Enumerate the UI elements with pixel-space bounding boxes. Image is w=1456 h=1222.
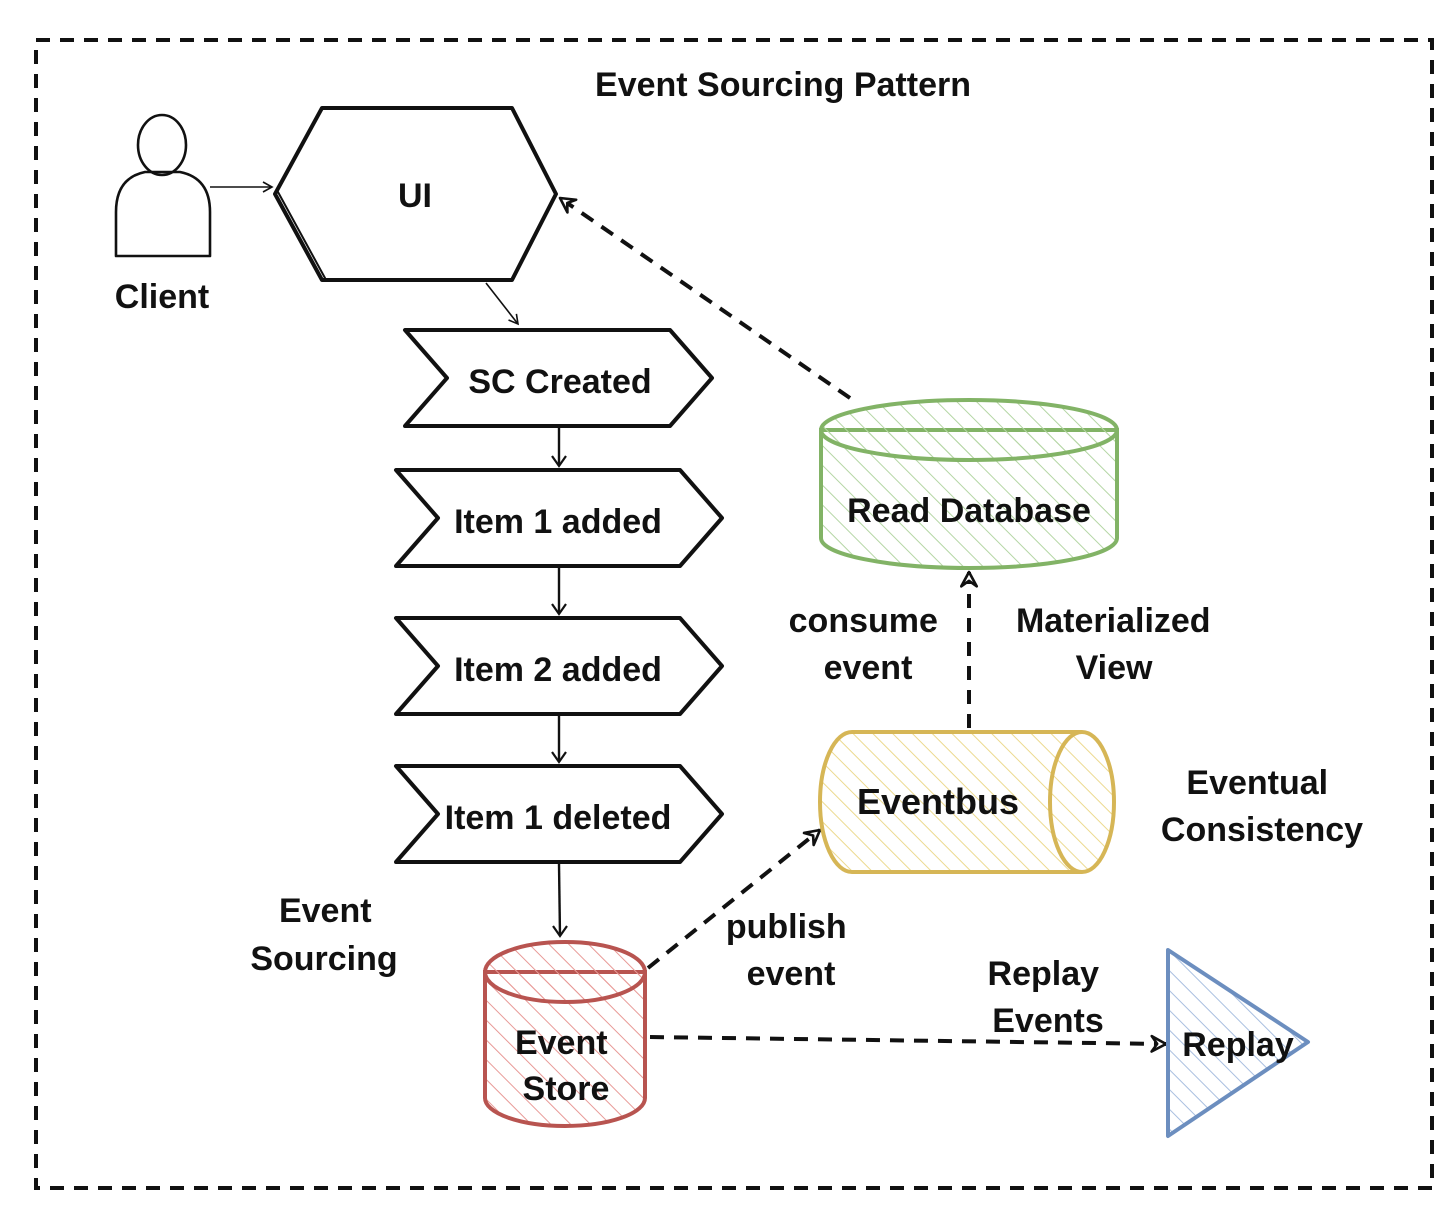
replay-label: Replay [1182, 1026, 1294, 1064]
consume-event-label: consume event [789, 602, 948, 687]
replay-node[interactable]: Replay [1166, 948, 1310, 1138]
eventbus-queue[interactable]: Eventbus [818, 730, 1116, 874]
event-label: SC Created [468, 363, 651, 401]
event-flow-arrow [552, 863, 568, 938]
event-sourcing-label: Event Sourcing [250, 892, 397, 978]
replay-triangle-icon [1166, 948, 1310, 1138]
eventual-consistency-label: Eventual Consistency [1161, 764, 1363, 849]
ui-node[interactable]: UI [273, 106, 558, 282]
ui-to-events-arrow [485, 282, 520, 326]
event-chevron-item-2-added[interactable]: Item 2 added [394, 616, 724, 716]
ui-hexagon [273, 106, 558, 282]
replay-events-label: Replay Events [988, 955, 1109, 1040]
diagram-frame [34, 38, 1434, 1190]
event-store-label: Event Store [515, 1024, 617, 1108]
materialized-view-to-ui-arrow [558, 196, 852, 400]
read-database-label: Read Database [847, 492, 1091, 530]
client-actor-head-icon [136, 113, 188, 177]
event-chevron-item-1-added[interactable]: Item 1 added [394, 468, 724, 568]
ui-label: UI [398, 177, 432, 215]
eventbus-label: Eventbus [857, 781, 1019, 822]
event-label: Item 1 deleted [445, 799, 672, 837]
event-label: Item 2 added [454, 651, 662, 689]
read-database[interactable]: Read Database [819, 398, 1119, 570]
diagram-title: Event Sourcing Pattern [595, 66, 971, 104]
client-actor-body-icon [114, 170, 212, 258]
event-label: Item 1 added [454, 503, 662, 541]
publish-event-label: publish event [726, 908, 856, 993]
event-chevron-sc-created[interactable]: SC Created [403, 328, 714, 428]
event-store-database[interactable]: Event Store [483, 940, 647, 1128]
client-actor [114, 113, 212, 258]
event-chevron-item-1-deleted[interactable]: Item 1 deleted [394, 764, 724, 864]
publish-event-arrow [646, 828, 822, 970]
client-label: Client [115, 278, 209, 316]
materialized-view-label: Materialized View [1016, 602, 1220, 687]
